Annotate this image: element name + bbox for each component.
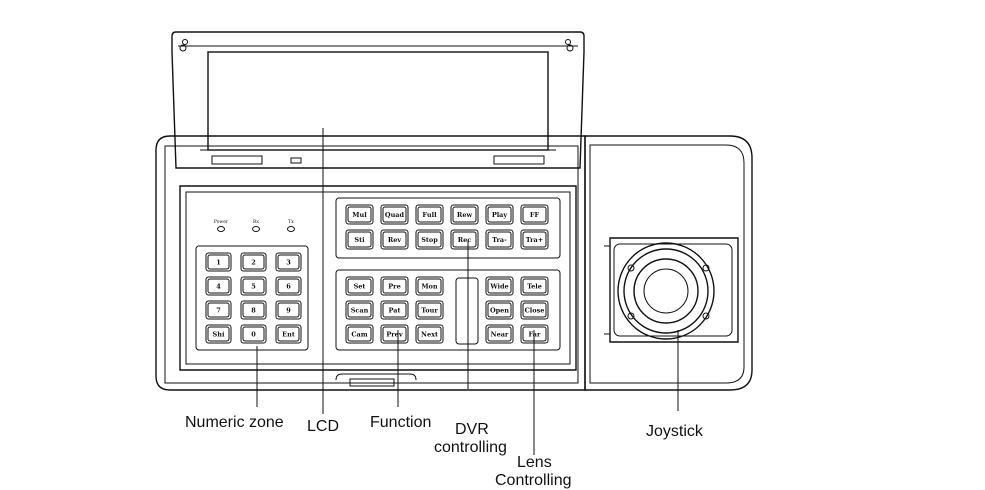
svg-text:Mon: Mon <box>421 282 438 290</box>
svg-text:9: 9 <box>286 306 291 314</box>
lens-controlling-label: Controlling <box>495 472 572 489</box>
svg-text:Next: Next <box>421 330 438 338</box>
lens-key-open[interactable]: Open <box>485 300 514 320</box>
dvr-key-full[interactable]: Full <box>415 204 444 225</box>
svg-text:Wide: Wide <box>489 282 508 290</box>
svg-text:Cam: Cam <box>351 330 367 338</box>
svg-text:Rew: Rew <box>457 211 473 219</box>
svg-text:Stop: Stop <box>421 236 438 244</box>
svg-text:Tele: Tele <box>527 282 542 290</box>
svg-text:0: 0 <box>251 330 256 338</box>
function-key-pat[interactable]: Pat <box>380 300 409 320</box>
joystick-label: Joystick <box>646 423 703 440</box>
keyboard-body <box>155 135 586 391</box>
svg-text:FF: FF <box>530 211 540 219</box>
svg-text:Tour: Tour <box>421 306 438 314</box>
led-rx: Rx <box>252 219 260 232</box>
dvr-controlling-label: controlling <box>434 439 507 456</box>
leader-lines <box>256 128 679 455</box>
svg-text:Set: Set <box>354 282 366 290</box>
numeric-key-4[interactable]: 4 <box>205 276 232 296</box>
svg-text:Tra+: Tra+ <box>526 236 543 244</box>
function-key-next[interactable]: Next <box>415 324 444 344</box>
numeric-key-6[interactable]: 6 <box>275 276 302 296</box>
numeric-zone-label: Numeric zone <box>185 414 284 431</box>
dvr-key-rev[interactable]: Rev <box>380 229 409 250</box>
dvr-key-sti[interactable]: Sti <box>345 229 374 250</box>
function-key-scan[interactable]: Scan <box>345 300 374 320</box>
svg-text:Shi: Shi <box>213 330 225 338</box>
dvr-key-traminus[interactable]: Tra- <box>485 229 514 250</box>
svg-text:Rx: Rx <box>253 219 259 225</box>
svg-text:Full: Full <box>422 211 437 219</box>
function-label: Function <box>370 414 432 431</box>
function-key-pre[interactable]: Pre <box>380 276 409 296</box>
svg-text:1: 1 <box>216 258 221 266</box>
numeric-key-shi[interactable]: Shi <box>205 324 232 344</box>
svg-text:Near: Near <box>491 330 509 338</box>
joystick-housing <box>584 135 753 391</box>
function-key-prev[interactable]: Prev <box>380 324 409 344</box>
function-key-set[interactable]: Set <box>345 276 374 296</box>
svg-text:Close: Close <box>525 306 545 314</box>
function-key-cam[interactable]: Cam <box>345 324 374 344</box>
numeric-key-9[interactable]: 9 <box>275 300 302 320</box>
svg-text:4: 4 <box>216 282 221 290</box>
svg-text:Play: Play <box>492 211 508 219</box>
numeric-key-2[interactable]: 2 <box>240 252 267 272</box>
lcd-panel <box>171 31 585 169</box>
svg-text:Mul: Mul <box>352 211 367 219</box>
svg-text:Sti: Sti <box>354 236 365 244</box>
svg-text:Open: Open <box>490 306 509 314</box>
dvr-label: DVR <box>455 421 489 438</box>
svg-text:Pre: Pre <box>388 282 400 290</box>
svg-text:Power: Power <box>214 219 229 225</box>
dvr-key-mul[interactable]: Mul <box>345 204 374 225</box>
function-key-mon[interactable]: Mon <box>415 276 444 296</box>
lens-key-wide[interactable]: Wide <box>485 276 514 296</box>
svg-text:3: 3 <box>286 258 291 266</box>
led-tx: Tx <box>287 219 295 232</box>
numeric-key-1[interactable]: 1 <box>205 252 232 272</box>
svg-text:Scan: Scan <box>351 306 369 314</box>
lens-key-tele[interactable]: Tele <box>520 276 549 296</box>
lens-key-close[interactable]: Close <box>520 300 549 320</box>
dvr-key-stop[interactable]: Stop <box>415 229 444 250</box>
numeric-key-5[interactable]: 5 <box>240 276 267 296</box>
key-deck <box>179 185 577 387</box>
svg-text:Quad: Quad <box>385 211 405 219</box>
svg-text:8: 8 <box>251 306 256 314</box>
svg-text:Prev: Prev <box>386 330 402 338</box>
lcd-label: LCD <box>307 418 340 435</box>
dvr-key-rew[interactable]: Rew <box>450 204 479 225</box>
svg-text:2: 2 <box>251 258 256 266</box>
lens-key-near[interactable]: Near <box>485 324 514 344</box>
svg-text:Rev: Rev <box>388 236 402 244</box>
dvr-key-rec[interactable]: Rec <box>450 229 479 250</box>
svg-text:Rec: Rec <box>458 236 472 244</box>
dvr-key-play[interactable]: Play <box>485 204 514 225</box>
svg-text:Pat: Pat <box>389 306 401 314</box>
svg-text:Far: Far <box>529 330 541 338</box>
joystick <box>604 237 739 343</box>
function-key-tour[interactable]: Tour <box>415 300 444 320</box>
svg-text:7: 7 <box>216 306 221 314</box>
led-power: Power <box>214 219 229 232</box>
numeric-key-8[interactable]: 8 <box>240 300 267 320</box>
lens-label: Lens <box>517 454 552 471</box>
svg-text:Ent: Ent <box>282 330 295 338</box>
svg-text:6: 6 <box>286 282 291 290</box>
svg-text:Tra-: Tra- <box>492 236 507 244</box>
numeric-key-ent[interactable]: Ent <box>275 324 302 344</box>
numeric-key-0[interactable]: 0 <box>240 324 267 344</box>
dvr-key-ff[interactable]: FF <box>520 204 549 225</box>
dvr-key-traplus[interactable]: Tra+ <box>520 229 549 250</box>
numeric-key-7[interactable]: 7 <box>205 300 232 320</box>
svg-text:Tx: Tx <box>288 219 294 225</box>
numeric-key-3[interactable]: 3 <box>275 252 302 272</box>
dvr-key-quad[interactable]: Quad <box>380 204 409 225</box>
svg-text:5: 5 <box>251 282 256 290</box>
